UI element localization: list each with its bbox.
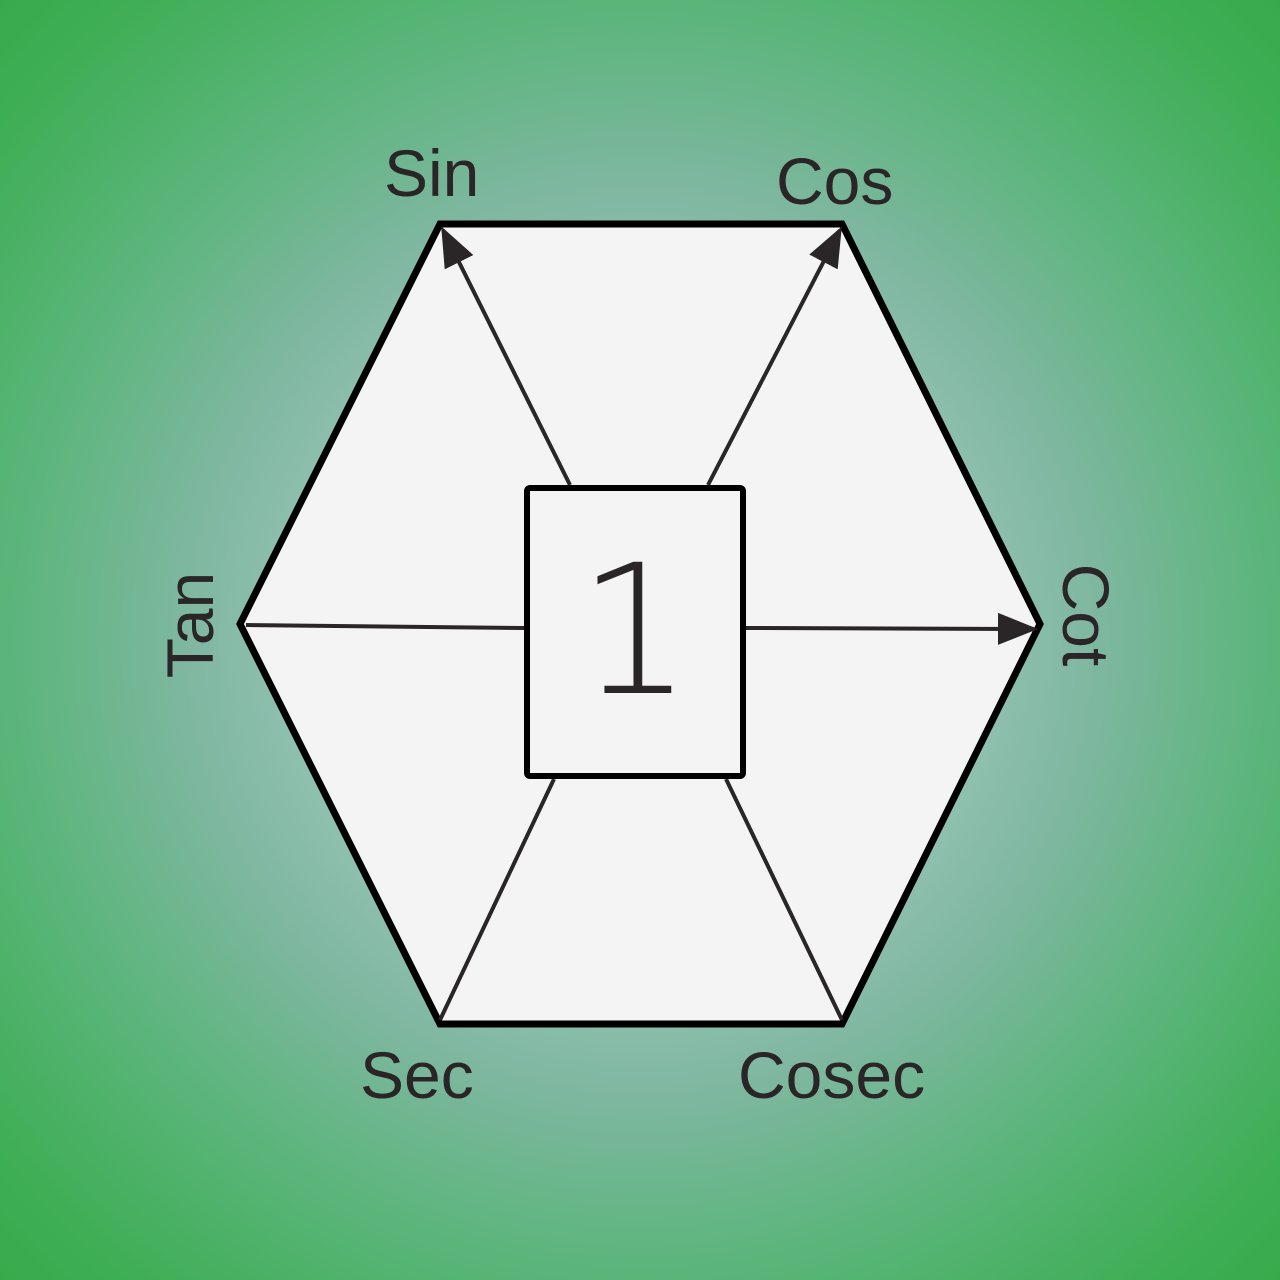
label-tan: Tan — [153, 571, 227, 679]
label-cos: Cos — [776, 144, 894, 218]
arrow-to-cot — [745, 612, 1038, 645]
line-to-sec — [438, 778, 556, 1021]
line-to-tan — [245, 623, 525, 630]
label-cot: Cot — [1049, 563, 1123, 667]
arrow-to-cos — [706, 226, 842, 486]
center-box: 1 — [524, 485, 746, 779]
center-value: 1 — [577, 527, 693, 736]
line-to-cosec — [724, 778, 844, 1021]
label-sin: Sin — [384, 136, 480, 210]
label-cosec: Cosec — [738, 1038, 926, 1112]
label-sec: Sec — [360, 1038, 474, 1112]
arrow-to-sin — [441, 226, 572, 486]
spokes — [245, 226, 1038, 1021]
